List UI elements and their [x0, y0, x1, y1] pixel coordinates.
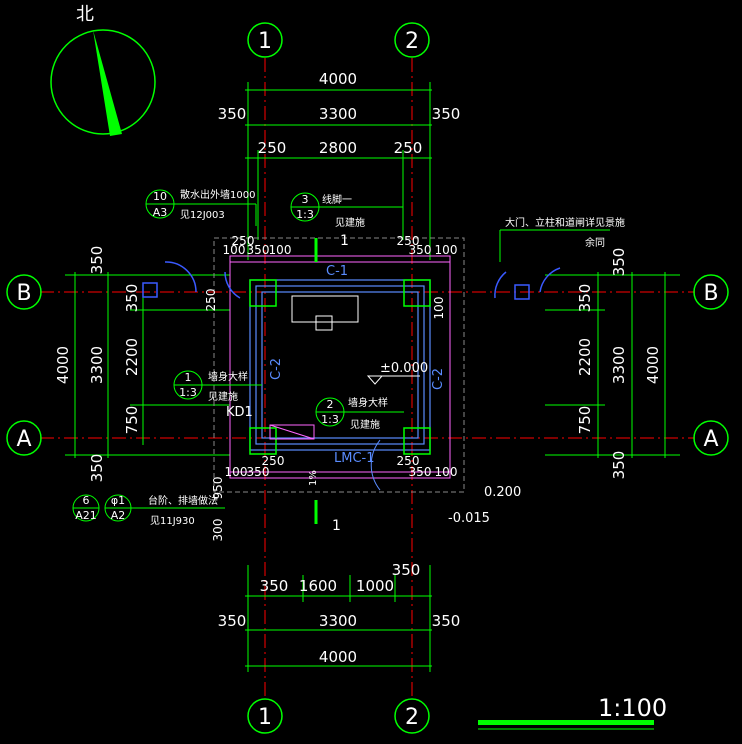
label-slope: 1%: [308, 470, 319, 486]
callout-6-text2: 见11J930: [150, 515, 195, 527]
label-elev0: ±0.000: [380, 361, 428, 376]
dim-top-overall: 4000: [319, 70, 357, 88]
callout-2-text1: 墙身大样: [348, 396, 388, 409]
callout-10-text2: 见12J003: [180, 209, 225, 221]
callout-2-text2: 见建施: [350, 418, 380, 431]
building-plan: [213, 237, 465, 524]
dim-right-750: 750: [576, 406, 594, 435]
small-b250L: 250: [262, 454, 285, 468]
callout-6-num: 6: [83, 494, 90, 507]
dimension-lines: [65, 82, 680, 672]
dim-top-inner-right: 250: [394, 139, 423, 157]
dim-bottom-seg1: 350: [260, 577, 289, 595]
small-t100c: 100: [435, 243, 458, 257]
callout-6-sheet2: A2: [111, 509, 126, 522]
small-b250R: 250: [397, 454, 420, 468]
label-c2-right: C-2: [431, 368, 446, 390]
label-kd1: KD1: [226, 405, 253, 420]
callout-1-sheet: 1:3: [179, 386, 197, 399]
dim-right-2200: 2200: [576, 338, 594, 376]
axis-2-top: 2: [405, 29, 419, 54]
small-vL: 250: [204, 289, 218, 312]
small-b100a: 100: [225, 465, 248, 479]
dim-right-3300: 3300: [610, 346, 628, 384]
dim-bottom-seg3: 1000: [356, 577, 394, 595]
dim-left-750: 750: [123, 406, 141, 435]
axis-2-bottom: 2: [405, 705, 419, 730]
axis-bubbles: [6, 22, 729, 734]
dim-top-left-edge: 350: [218, 105, 247, 123]
scale-block: 1:100: [478, 694, 667, 730]
scale-label: 1:100: [598, 694, 667, 722]
small-b350a: 350: [247, 465, 270, 479]
label-lmc: LMC-1: [334, 451, 375, 466]
grid-axes: [40, 58, 695, 700]
dim-left-350b: 350: [123, 284, 141, 313]
dim-bottom-right-edge: 350: [432, 612, 461, 630]
callout-2-num: 2: [327, 398, 334, 411]
label-c1: C-1: [326, 264, 348, 279]
callout-10-text1: 散水出外墙1000: [180, 188, 255, 201]
axis-1-bottom: 1: [258, 705, 272, 730]
callout-1-text1: 墙身大样: [208, 370, 248, 383]
callout-3-text1: 线脚一: [322, 193, 352, 206]
dim-top-inner-left: 250: [258, 139, 287, 157]
dim-left-350a: 350: [88, 246, 106, 275]
callout-10-sheet: A3: [153, 206, 168, 219]
callout-1-num: 1: [185, 371, 192, 384]
callout-gate-text2: 余同: [585, 236, 605, 249]
dim-right-350a: 350: [610, 248, 628, 277]
small-t250L: 250: [232, 234, 255, 248]
label-section-top: 1: [340, 233, 349, 249]
axis-b-left: B: [16, 281, 31, 306]
dim-right-350c: 350: [610, 451, 628, 480]
callout-3-num: 3: [302, 193, 309, 206]
north-label: 北: [76, 4, 94, 25]
small-t350a: 350: [247, 243, 270, 257]
axis-1-top: 1: [258, 29, 272, 54]
callout-10-num: 10: [153, 190, 167, 203]
callout-6-sheet: A21: [75, 509, 97, 522]
dim-bottom-left-edge: 350: [218, 612, 247, 630]
callout-3-text2: 见建施: [335, 216, 365, 229]
dim-left-4000: 4000: [54, 346, 72, 384]
dim-top-right-edge: 350: [432, 105, 461, 123]
callout-6-text1: 台阶、排墙做法: [148, 494, 218, 507]
small-b350b: 350: [409, 465, 432, 479]
label-c2-left: C-2: [269, 358, 284, 380]
label-elev015: -0.015: [448, 511, 490, 526]
small-t250R: 250: [397, 234, 420, 248]
small-t350b: 350: [409, 243, 432, 257]
small-t100a: 100: [223, 243, 246, 257]
dim-bottom-mid: 3300: [319, 612, 357, 630]
dim-right-350b: 350: [576, 284, 594, 313]
dim-bottom-seg4: 350: [392, 561, 421, 579]
callout-1-text2: 见建施: [208, 390, 238, 403]
dim-top-mid: 3300: [319, 105, 357, 123]
north-arrow: 北: [50, 4, 156, 136]
small-t100b: 100: [269, 243, 292, 257]
callout-6-num2: φ1: [111, 494, 125, 507]
callout-gate-text1: 大门、立柱和道闸详见景施: [505, 216, 625, 229]
dim-right-4000: 4000: [644, 346, 662, 384]
label-section-bottom: 1: [332, 518, 341, 534]
small-v950: 950: [211, 477, 225, 500]
dim-left-2200: 2200: [123, 338, 141, 376]
dim-bottom-seg2: 1600: [299, 577, 337, 595]
small-vR: 100: [432, 297, 446, 320]
axis-a-right: A: [703, 427, 718, 452]
label-elev200: 0.200: [484, 485, 521, 500]
dim-left-350c: 350: [88, 454, 106, 483]
axis-b-right: B: [703, 281, 718, 306]
dim-left-3300: 3300: [88, 346, 106, 384]
dim-top-inner-mid: 2800: [319, 139, 357, 157]
callout-3-sheet: 1:3: [296, 208, 314, 221]
small-b100c: 100: [435, 465, 458, 479]
dim-bottom-overall: 4000: [319, 648, 357, 666]
axis-a-left: A: [16, 427, 31, 452]
gates: [142, 261, 561, 300]
small-v300: 300: [211, 519, 225, 542]
callout-2-sheet: 1:3: [321, 413, 339, 426]
